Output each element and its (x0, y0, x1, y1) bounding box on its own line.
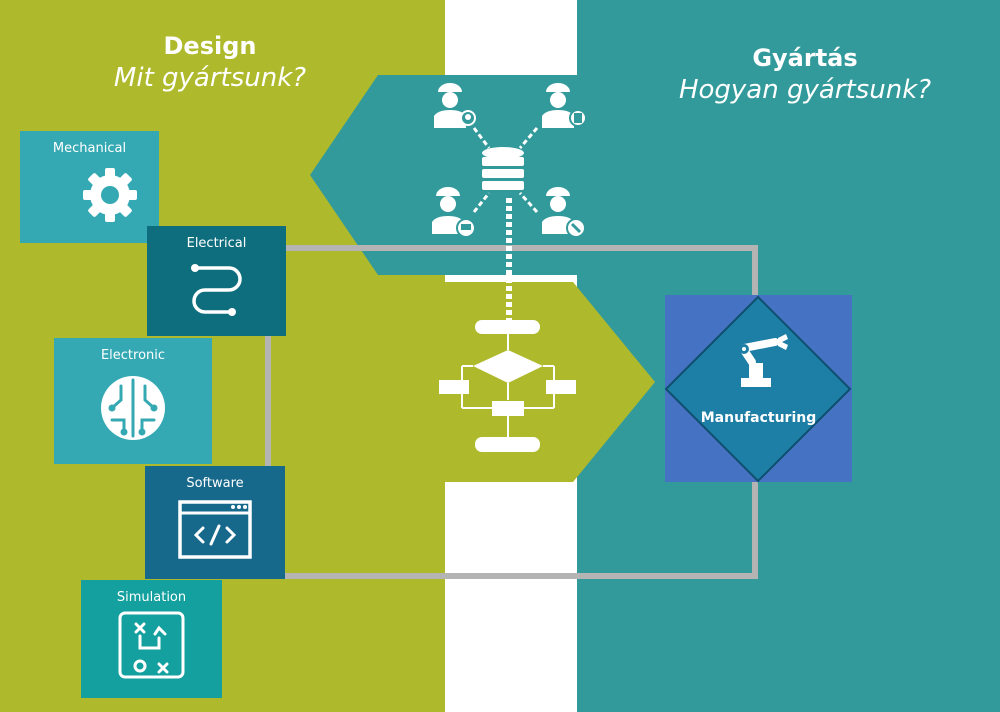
design-subtitle: Mit gyártsunk? (113, 63, 307, 93)
gear-icon (83, 168, 137, 222)
electrical-label: Electrical (186, 236, 247, 251)
manufacturing-label: Manufacturing (700, 410, 817, 426)
manufacturing-title: Gyártás (752, 44, 858, 72)
software-label: Software (186, 476, 244, 491)
engineer-idea-icon (434, 83, 476, 128)
engineer-tool-icon (542, 187, 586, 238)
flowchart-icon (439, 320, 576, 452)
engineer-document-icon (542, 83, 587, 128)
strategy-board-icon (118, 611, 185, 679)
manufacturing-subtitle: Hogyan gyártsunk? (678, 75, 932, 105)
process-arrow (378, 282, 655, 482)
engineer-laptop-icon (432, 187, 476, 238)
mechanical-label: Mechanical (52, 141, 127, 156)
electrical-tile: Electrical (147, 226, 286, 336)
robot-arm-icon (739, 334, 788, 387)
connector-lines (265, 245, 758, 579)
simulation-tile: Simulation (81, 580, 222, 698)
electronic-label: Electronic (100, 348, 166, 363)
design-title: Design (163, 32, 257, 60)
database-icon (482, 147, 524, 190)
hub-links (472, 127, 539, 214)
design-heading: Design Mit gyártsunk? (85, 30, 335, 94)
manufacturing-heading: Gyártás Hogyan gyártsunk? (655, 42, 955, 106)
code-window-icon (178, 500, 252, 559)
chip-icon (101, 376, 165, 440)
circuit-path-icon (191, 264, 242, 316)
manufacturing-diamond (664, 295, 852, 483)
mechanical-tile: Mechanical (20, 131, 159, 243)
simulation-label: Simulation (116, 590, 187, 605)
software-tile: Software (145, 466, 285, 579)
electronic-tile: Electronic (54, 338, 212, 464)
